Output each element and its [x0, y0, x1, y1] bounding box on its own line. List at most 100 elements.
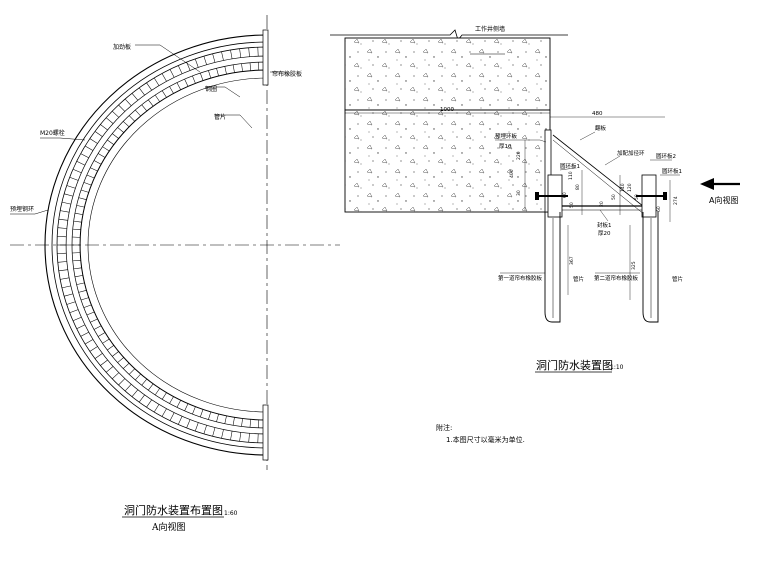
- ring-tick: [239, 48, 242, 58]
- leader-flip: [579, 131, 596, 141]
- ring-tick: [105, 366, 114, 373]
- ring-tick: [72, 317, 82, 322]
- segment-tick: [97, 332, 106, 337]
- segment-tick: [232, 64, 235, 73]
- segment-tick: [112, 351, 119, 357]
- label-flip-plate: 翻板: [595, 124, 607, 132]
- dim-value: 120: [627, 183, 633, 192]
- dimension-values: 220 400 30 80 110 60 50 50 20 140 120 50…: [509, 151, 679, 270]
- segment-tick: [86, 174, 95, 179]
- segment-tick: [154, 388, 160, 396]
- ring-tick: [124, 384, 132, 392]
- ring-tick: [58, 218, 68, 221]
- ring-tick: [61, 285, 71, 289]
- notes-heading: 附注:: [436, 423, 452, 432]
- label-first-gasket: 第一道帘布橡胶板: [498, 274, 543, 282]
- ring-tick: [169, 69, 175, 78]
- dim-value: 60: [562, 192, 568, 198]
- shaft-wall-top-break: [330, 29, 568, 41]
- segment-tick: [200, 72, 204, 81]
- segment-tick: [93, 325, 102, 330]
- segment-tick: [107, 345, 114, 351]
- segment-tick: [86, 311, 95, 316]
- segment-tick: [249, 62, 251, 71]
- label-bolt: M20螺栓: [40, 129, 65, 137]
- ring-tick: [194, 58, 199, 68]
- dim-480: 480: [592, 111, 603, 117]
- ring-tick: [94, 353, 103, 359]
- ring-tick: [100, 124, 108, 131]
- segment-tick: [208, 411, 212, 420]
- segment-tick: [232, 417, 235, 426]
- ring-tick: [61, 201, 71, 205]
- flip-plate: [552, 134, 649, 211]
- segment-tick: [200, 409, 204, 418]
- ring-tick: [221, 429, 224, 439]
- ring-tick: [112, 372, 119, 380]
- segment-tick: [169, 396, 174, 404]
- left-scale: 1:60: [224, 510, 238, 517]
- bolt-right-head: [663, 192, 667, 200]
- segment-tick: [176, 400, 181, 408]
- ring-tick: [248, 433, 250, 443]
- leader-spring: [604, 155, 621, 166]
- dim-value: 30: [516, 190, 522, 196]
- ring-tick: [94, 131, 103, 137]
- ring-tick: [161, 73, 167, 82]
- label-plus-plate: 加劲板: [113, 43, 131, 51]
- label-shaft-wall: 工作井侧墙: [475, 25, 505, 33]
- segment-tick: [112, 133, 119, 139]
- segment-tick: [192, 75, 196, 84]
- ring-tick: [84, 339, 94, 345]
- ring-tick: [169, 412, 175, 421]
- segment-tick: [216, 413, 219, 422]
- left-title: 洞门防水装置布置图: [124, 503, 223, 517]
- view-direction-arrow: [700, 178, 740, 190]
- label-ring: 钢圈: [205, 85, 217, 93]
- label-ring-plate-1-right: 圆环板1: [662, 167, 682, 175]
- dim-value: 400: [509, 169, 515, 178]
- segment-tick: [135, 109, 141, 117]
- ring-tick: [131, 93, 139, 101]
- ring-tick: [60, 277, 70, 280]
- dim-value: 20: [599, 201, 605, 207]
- segment-tick: [249, 419, 251, 428]
- ring-tick: [212, 427, 216, 437]
- segment-tick: [161, 392, 167, 400]
- ring-layout-view: 加劲板 钢圈 管片 帘布橡胶板 M20螺栓 预埋钢环 洞门防水装置布置图 1:6…: [10, 15, 340, 533]
- segment-tick: [216, 68, 219, 77]
- segment-tick: [73, 220, 82, 223]
- ring-tick: [89, 138, 98, 144]
- ring-tick: [76, 161, 85, 166]
- segment-tick: [241, 418, 243, 427]
- segment-tick: [123, 121, 130, 128]
- segment-tick: [72, 228, 81, 230]
- segment-tick: [117, 127, 124, 133]
- ring-tick: [194, 422, 199, 432]
- ring-tick: [84, 145, 94, 151]
- segment-tick: [224, 415, 227, 424]
- label-bolt-spring: 加配加径环: [617, 149, 645, 157]
- dim-value: 50: [634, 194, 640, 200]
- segment-tick: [83, 182, 92, 186]
- label-embed-ring-thk: 厚10: [499, 143, 512, 150]
- segment-tick: [161, 90, 167, 98]
- segment-tick: [241, 63, 243, 72]
- segment-tick: [102, 146, 110, 152]
- segment-tick: [83, 304, 92, 308]
- label-segment: 管片: [214, 113, 226, 121]
- shaft-wall-concrete-upper: [344, 37, 551, 111]
- ring-tick: [178, 65, 183, 74]
- segment-tick: [97, 153, 106, 158]
- ring-tick: [203, 56, 207, 65]
- ring-tick: [57, 261, 67, 263]
- ring-tick: [153, 77, 160, 86]
- segment-tick: [141, 378, 148, 386]
- ring-tick: [118, 378, 126, 386]
- segment-tick: [78, 197, 87, 200]
- label-seal-thk: 厚20: [598, 230, 611, 237]
- segment-tick: [128, 368, 135, 375]
- segment-left: [544, 212, 561, 323]
- dim-value: 80: [575, 184, 581, 190]
